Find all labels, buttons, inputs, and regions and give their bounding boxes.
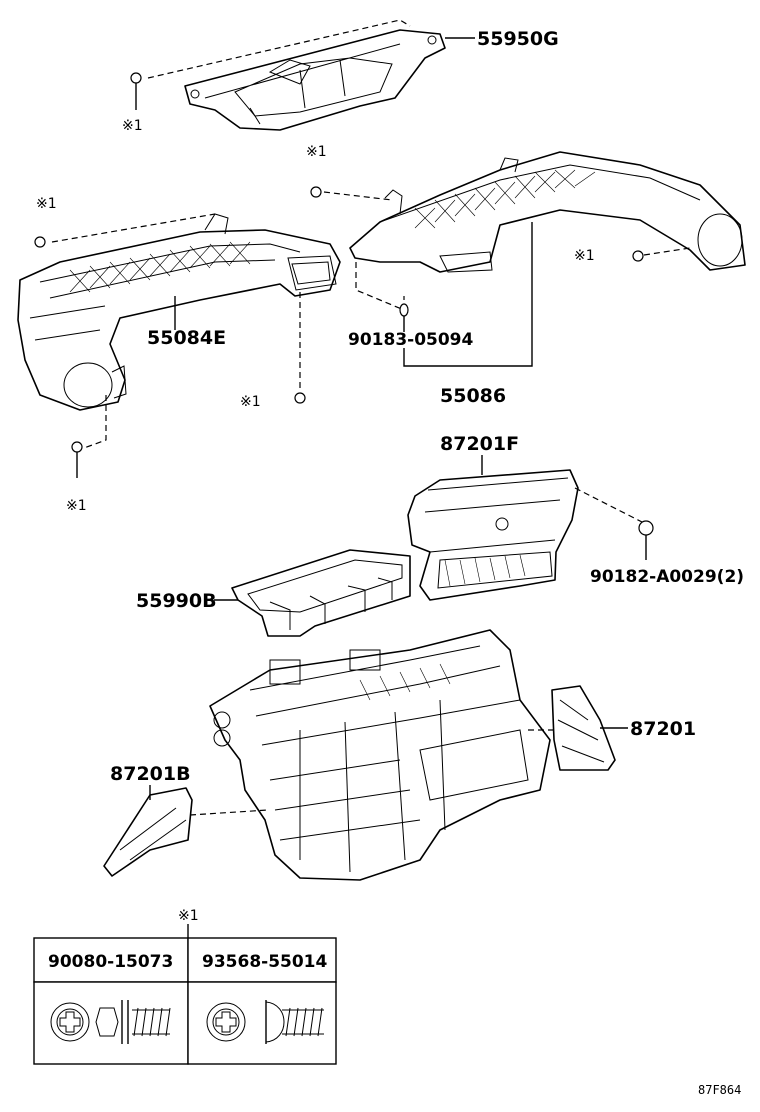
mark-m1-top: ※1 [122, 118, 143, 134]
dash-left-top [51, 213, 216, 243]
label-87201: 87201 [630, 718, 696, 740]
label-87201f: 87201F [440, 433, 519, 455]
bolt-m1-left-right [294, 392, 306, 404]
center-duct-55950g [147, 19, 446, 131]
dash-right-top [323, 191, 393, 201]
legend-mark: ※1 [178, 908, 199, 924]
label-55084e: 55084E [147, 327, 226, 349]
dash-right-clip [355, 262, 405, 311]
defroster-duct-87201f [407, 469, 579, 601]
right-duct-55086 [349, 151, 746, 273]
label-87201b: 87201B [110, 763, 191, 785]
label-90183-05094: 90183-05094 [348, 330, 474, 350]
diagram-code: 87F864 [698, 1083, 741, 1097]
legend-col1-label: 90080-15073 [48, 952, 173, 972]
screw-93568-55014-icon [206, 1000, 324, 1044]
legend-col2-label: 93568-55014 [202, 952, 328, 972]
dash-left-bottom [83, 395, 107, 449]
leader-55086 [403, 222, 533, 367]
dash-right-side [643, 247, 691, 256]
clip-90183-05094 [399, 303, 409, 332]
mark-m1-right-side: ※1 [574, 248, 595, 264]
side-duct-87201 [551, 685, 616, 771]
bolt-90080-15073-icon [50, 1000, 171, 1044]
bolt-m1-left-top [34, 236, 46, 248]
label-55086: 55086 [440, 385, 506, 407]
bolt-m1-top [130, 72, 142, 110]
bolt-m1-right-side [632, 250, 644, 262]
register-55990b [231, 549, 411, 637]
hvac-unit-assembly [209, 629, 551, 881]
bolt-m1-left-bottom [71, 441, 83, 478]
nut-90182-a0029 [638, 520, 654, 560]
bolt-m1-right-top [310, 186, 322, 198]
label-90182-a0029: 90182-A0029(2) [590, 567, 744, 587]
mark-m1-left-bottom: ※1 [66, 498, 87, 514]
label-55990b: 55990B [136, 590, 217, 612]
mark-m1-right-top: ※1 [306, 144, 327, 160]
mark-m1-left-top: ※1 [36, 196, 57, 212]
mark-m1-left-right: ※1 [240, 394, 261, 410]
side-duct-87201b [103, 787, 193, 877]
dash-87201f-nut [574, 487, 643, 523]
label-55950g: 55950G [477, 28, 559, 50]
dash-87201b [189, 809, 269, 816]
left-duct-55084e [17, 213, 341, 411]
